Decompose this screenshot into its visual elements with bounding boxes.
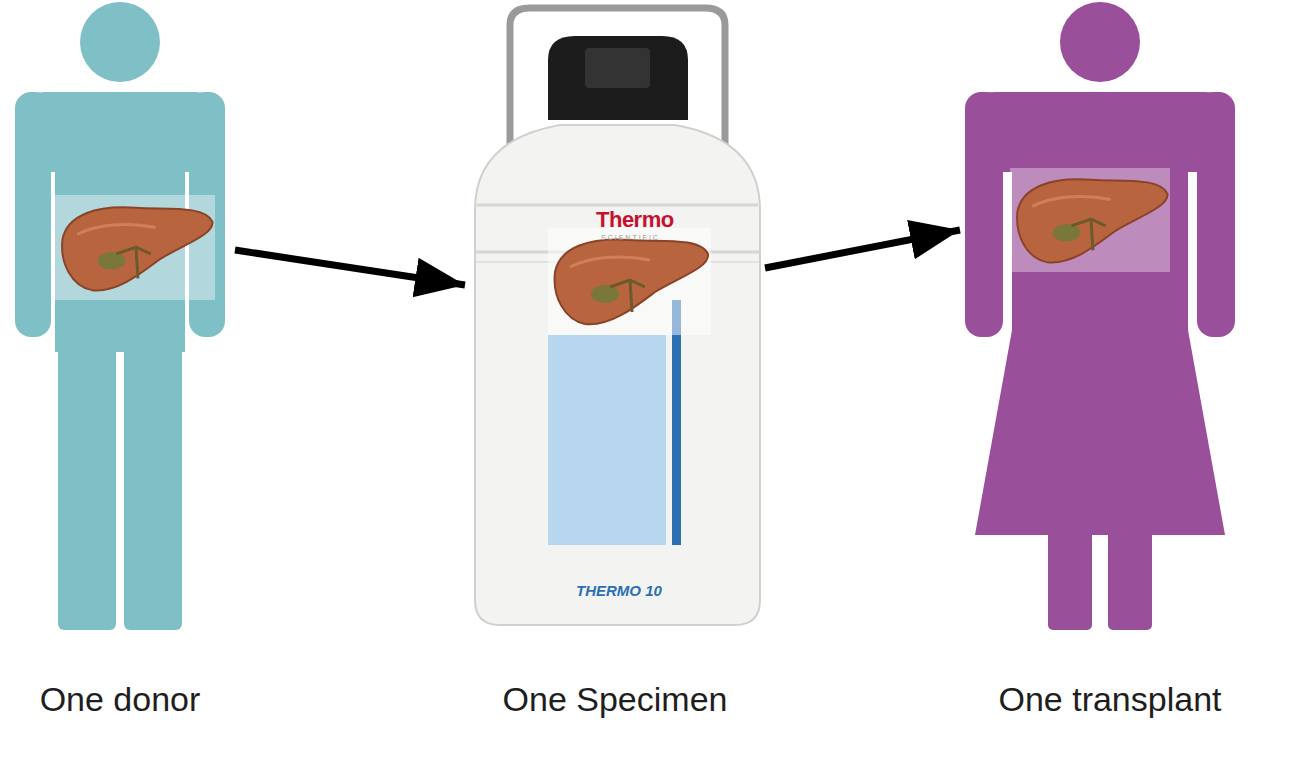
node-caption: One transplant [960, 680, 1260, 719]
highlight-box [55, 195, 215, 300]
flow-arrow [235, 250, 465, 285]
highlight-box [548, 228, 711, 335]
recipient-figure [965, 2, 1235, 630]
donor-node: One donor [5, 0, 235, 740]
donor-figure [15, 2, 225, 630]
node-caption: One Specimen [465, 680, 765, 719]
brand-label: SCIENTIFIC [601, 234, 660, 241]
liver-illustration [1017, 179, 1167, 262]
brand-label: THERMO 10 [576, 582, 662, 599]
node-caption: One donor [5, 680, 235, 719]
liver-illustration [62, 207, 212, 290]
transplant-node: One transplant [960, 0, 1260, 740]
brand-label: Thermo [596, 207, 674, 233]
flow-arrow [765, 230, 960, 268]
highlight-box [1010, 168, 1170, 272]
dewar-flask [475, 8, 760, 625]
specimen-node: One Specimen [465, 0, 765, 740]
liver-illustration [555, 239, 709, 324]
